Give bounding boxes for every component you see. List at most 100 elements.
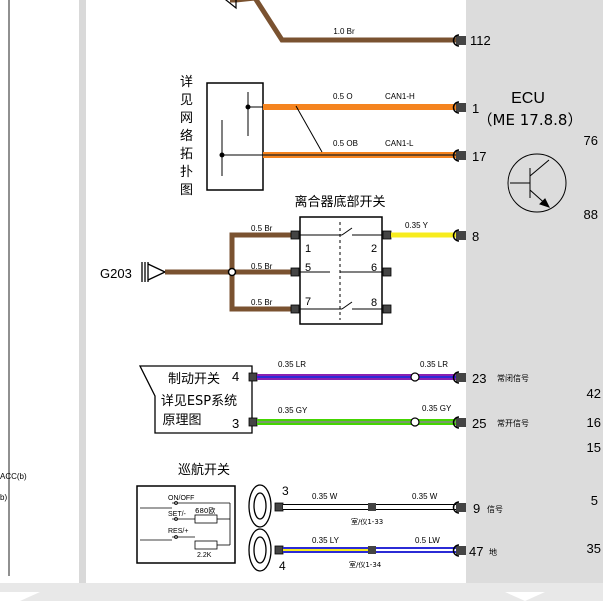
clutch-wire-label: 0.5 Br	[251, 224, 273, 233]
clutch-pin: 6	[371, 262, 377, 274]
brake-wire-2-left: 0.35 GY	[278, 406, 308, 415]
ecu-side-number: 88	[584, 207, 598, 222]
ecu-side-number: 76	[584, 133, 598, 148]
can-l-wire: 0.5 OB CAN1-L	[263, 139, 456, 158]
ecu-pin-label: 112	[470, 33, 491, 48]
brake-wire-2-right: 0.35 GY	[422, 404, 452, 413]
cruise-switch-box	[136, 485, 236, 564]
brake-switch-box	[138, 365, 253, 434]
clutch-pin: 7	[305, 296, 311, 308]
ecu-pin-label: 47	[469, 544, 483, 559]
clutch-output-label: 0.35 Y	[405, 221, 429, 230]
brake-wire-1: 0.35 LR 0.35 LR	[257, 360, 456, 382]
clutch-pin: 5	[305, 262, 311, 274]
left-margin-text-2: b)	[0, 493, 7, 502]
ecu-pin-1: 1	[452, 101, 479, 116]
cruise-pin-top: 3	[282, 484, 289, 498]
ecu-pin-9: 9 信号	[452, 501, 503, 516]
brake-wire-1-left: 0.35 LR	[278, 360, 306, 369]
ecu-pin-desc: 常闭信号	[497, 373, 529, 383]
clutch-output-wire: 0.35 Y	[391, 221, 456, 238]
brake-wire-2: 0.35 GY 0.35 GY	[257, 404, 456, 427]
cruise-resistor-label: 680欧	[195, 506, 215, 515]
ground-label: G203	[100, 266, 132, 281]
cruise-wire-2-left: 0.35 LY	[312, 536, 340, 545]
brake-wire-1-right: 0.35 LR	[420, 360, 448, 369]
clutch-wire-label: 0.5 Br	[251, 298, 273, 307]
ground-symbol	[141, 262, 166, 282]
can-h-signal: CAN1-H	[385, 92, 415, 101]
clutch-switch-box	[299, 216, 383, 325]
ecu-pin-desc: 地	[489, 547, 497, 557]
cruise-pin-bottom: 4	[279, 559, 286, 573]
clutch-switch-title: 离合器底部开关	[294, 194, 385, 210]
brake-switch-ref: 详见ESP系统	[161, 394, 237, 409]
ecu-side-number: 15	[587, 440, 601, 455]
can-l-size: 0.5 OB	[333, 139, 358, 148]
ecu-pin-desc: 信号	[487, 504, 503, 514]
cruise-switch-title: 巡航开关	[178, 462, 230, 478]
cruise-label: ON/OFF	[168, 495, 194, 502]
clutch-contacts	[300, 222, 382, 320]
network-box-lines	[219, 92, 263, 176]
ecu-pin-label: 1	[472, 101, 479, 116]
can-h-wire: 0.5 O CAN1-H	[263, 92, 456, 110]
network-ref-char: 扑	[180, 164, 193, 179]
cruise-wire-1: 0.35 W 0.35 W 室/仪1-33	[283, 492, 456, 526]
ecu-pin-8: 8	[452, 229, 479, 244]
ecu-pin-label: 17	[472, 149, 486, 164]
cruise-resistor-label: 2.2K	[197, 552, 212, 559]
clutch-pins: 1 5 7 2 6 8	[305, 243, 377, 309]
can-l-signal: CAN1-L	[385, 139, 414, 148]
ecu-pin-label: 23	[472, 371, 486, 386]
network-ref-char: 络	[180, 128, 193, 143]
wire-112-label: 1.0 Br	[333, 27, 355, 36]
clutch-wire-label: 0.5 Br	[251, 262, 273, 271]
ecu-pins: 112 1 17 8 23 常闭信号 25 常开信号	[452, 33, 529, 559]
brake-pin-top: 4	[232, 369, 239, 384]
cruise-wire-2: 0.35 LY 0.5 LW 室/仪1-34	[283, 536, 456, 569]
ecu-side-number: 35	[587, 541, 601, 556]
network-box	[206, 82, 264, 191]
network-ref-char: 详	[180, 74, 193, 89]
ecu-pin-label: 8	[472, 229, 479, 244]
brake-pin-bottom: 3	[232, 416, 239, 431]
cruise-label: RES/+	[168, 528, 188, 535]
brake-switch-ref2: 原理图	[162, 413, 201, 428]
ecu-side-numbers: 76 88 42 16 15 5 35	[584, 133, 601, 556]
brake-switch-title: 制动开关	[168, 372, 220, 387]
cruise-connectors	[274, 502, 284, 555]
cruise-switch-internals	[140, 501, 231, 550]
ecu-side-number: 42	[587, 386, 601, 401]
left-margin-page	[0, 0, 79, 583]
bottom-tab-left	[0, 592, 40, 601]
cruise-wire-1-right: 0.35 W	[412, 492, 438, 501]
ecu-pin-17: 17	[452, 149, 486, 164]
network-ref-char: 见	[180, 92, 193, 107]
ecu-model: （ME 17.8.8）	[478, 111, 583, 129]
ecu-side-number: 16	[587, 415, 601, 430]
bottom-tab-right	[505, 592, 545, 601]
cruise-label: SET/-	[168, 511, 187, 518]
ecu-pin-112: 112	[452, 33, 491, 48]
cruise-connector-housing	[248, 484, 272, 572]
ecu-pin-label: 25	[472, 416, 486, 431]
cruise-wire-2-right: 0.5 LW	[415, 536, 440, 545]
can-h-size: 0.5 O	[333, 92, 353, 101]
clutch-pin: 1	[305, 243, 311, 255]
ecu-panel	[466, 0, 603, 583]
cruise-wire-1-ref: 室/仪1-33	[351, 517, 383, 526]
network-ref-char: 网	[180, 110, 193, 125]
ecu-pin-23: 23 常闭信号	[452, 371, 529, 386]
network-ref: 详 见 网 络 拓 扑 图	[180, 74, 193, 197]
ecu-pin-47: 47 地	[452, 544, 497, 559]
splice-node	[227, 267, 237, 277]
cruise-wire-1-left: 0.35 W	[312, 492, 338, 501]
network-ref-char: 拓	[180, 146, 193, 161]
ecu-pin-25: 25 常开信号	[452, 416, 529, 431]
left-margin-text-1: ACC(b)	[0, 472, 27, 481]
ecu-pin-desc: 常开信号	[497, 418, 529, 428]
network-ref-char: 图	[180, 182, 193, 197]
wire-112: 1.0 Br	[225, 0, 456, 43]
